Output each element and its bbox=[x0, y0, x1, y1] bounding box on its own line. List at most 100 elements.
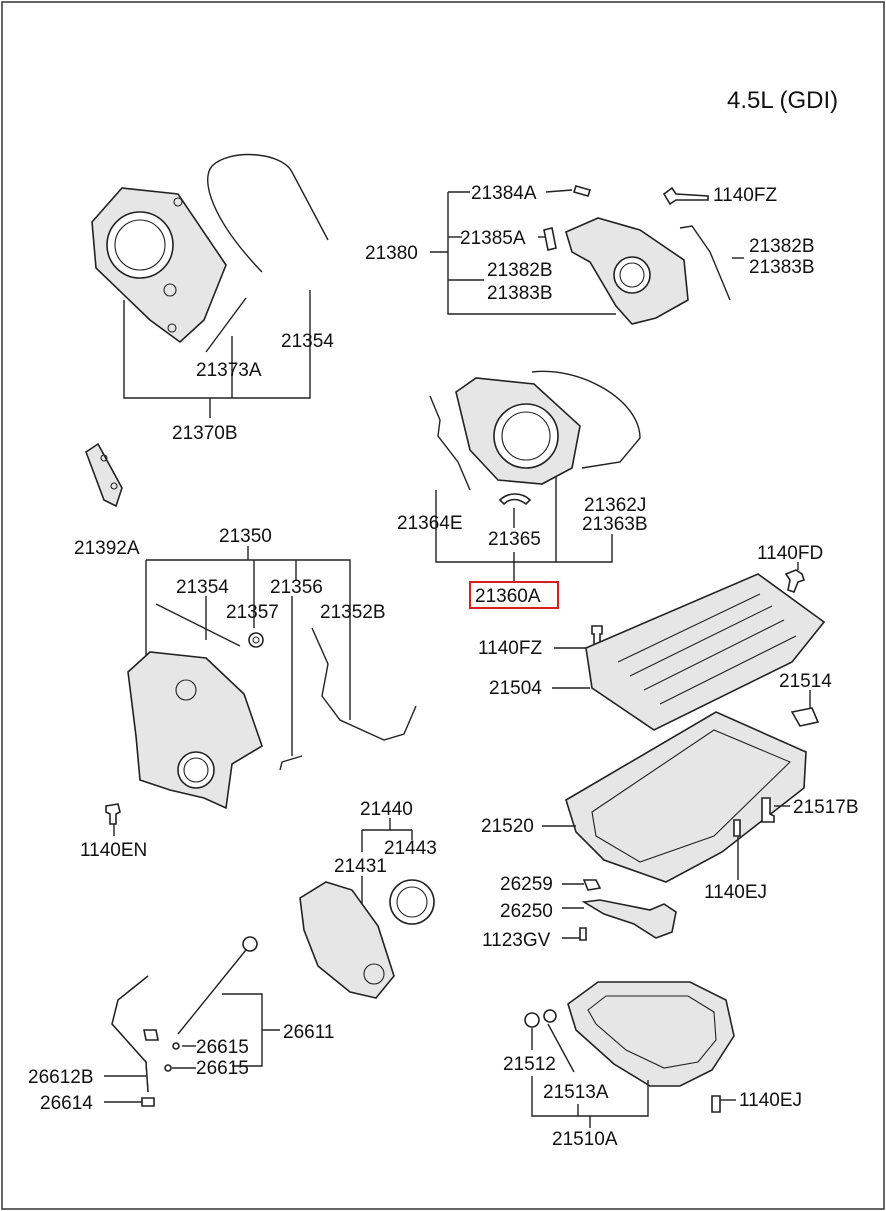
label-21364E[interactable]: 21364E bbox=[397, 513, 463, 534]
label-26612B[interactable]: 26612B bbox=[28, 1067, 94, 1088]
label-21382B-right[interactable]: 21382B bbox=[749, 236, 815, 257]
label-1140EN[interactable]: 1140EN bbox=[80, 840, 147, 861]
oil-strainer-26250[interactable] bbox=[581, 899, 677, 939]
label-26250[interactable]: 26250 bbox=[500, 901, 553, 922]
timing-cover-seal bbox=[613, 256, 651, 294]
washer-21357[interactable] bbox=[248, 632, 264, 648]
bolt-21517B[interactable] bbox=[761, 797, 775, 823]
label-21354-top[interactable]: 21354 bbox=[281, 331, 334, 352]
bolt-1140EN[interactable] bbox=[105, 803, 121, 825]
o-ring-26615-b[interactable] bbox=[164, 1064, 172, 1072]
upper-timing-cover-assembly bbox=[91, 153, 329, 418]
label-21392A[interactable]: 21392A bbox=[74, 538, 140, 559]
lower-timing-cover-21350[interactable] bbox=[127, 651, 263, 810]
rear-cover-21431[interactable] bbox=[299, 881, 395, 999]
oil-pan-21520[interactable] bbox=[565, 711, 807, 883]
label-21352B[interactable]: 21352B bbox=[320, 602, 386, 623]
label-26615-a[interactable]: 26615 bbox=[196, 1037, 249, 1058]
label-21443[interactable]: 21443 bbox=[384, 838, 437, 859]
label-21512[interactable]: 21512 bbox=[503, 1054, 556, 1075]
label-26615-b[interactable]: 26615 bbox=[196, 1058, 249, 1079]
label-1140FZ-mid[interactable]: 1140FZ bbox=[478, 638, 542, 659]
label-26259[interactable]: 26259 bbox=[500, 874, 553, 895]
bracket-21514[interactable] bbox=[790, 707, 820, 727]
lower-cover-seal-inner bbox=[183, 757, 209, 783]
label-21440[interactable]: 21440 bbox=[360, 799, 413, 820]
gasket-21362J[interactable] bbox=[531, 370, 641, 469]
bolt-1140EJ-bot[interactable] bbox=[711, 1095, 721, 1113]
label-21373A[interactable]: 21373A bbox=[196, 360, 262, 381]
bolt-1123GV[interactable] bbox=[579, 927, 587, 941]
pin-21384A[interactable] bbox=[572, 185, 592, 197]
label-1123GV[interactable]: 1123GV bbox=[482, 930, 551, 951]
label-21360A[interactable]: 21360A bbox=[475, 586, 541, 607]
label-26614[interactable]: 26614 bbox=[40, 1093, 93, 1114]
bracket-bolt bbox=[110, 482, 118, 490]
label-1140FD[interactable]: 1140FD bbox=[757, 543, 823, 564]
upper-cover-gasket-21354[interactable] bbox=[207, 153, 329, 273]
label-1140FZ-top[interactable]: 1140FZ bbox=[713, 185, 777, 206]
bolt-1140FZ-top[interactable] bbox=[662, 186, 709, 206]
cover-21360A-seal-inner bbox=[501, 411, 551, 461]
dipstick-handle bbox=[242, 936, 258, 952]
label-21504[interactable]: 21504 bbox=[489, 678, 542, 699]
label-21383B-left[interactable]: 21383B bbox=[487, 283, 553, 304]
label-21385A[interactable]: 21385A bbox=[460, 228, 526, 249]
upper-cover-bolt bbox=[167, 323, 177, 333]
bolt-1140EJ-mid[interactable] bbox=[733, 819, 741, 837]
rear-cover-assembly bbox=[299, 818, 435, 999]
bracket-21385A[interactable] bbox=[543, 227, 557, 251]
engine-label: 4.5L (GDI) bbox=[727, 87, 838, 114]
oil-seal-21443[interactable] bbox=[389, 879, 435, 925]
seal-21352B[interactable] bbox=[311, 627, 417, 741]
label-21357[interactable]: 21357 bbox=[226, 602, 279, 623]
gasket-21513A[interactable] bbox=[543, 1009, 557, 1023]
label-21365[interactable]: 21365 bbox=[488, 529, 541, 550]
upper-cover-bolt bbox=[173, 197, 183, 207]
plug-21356[interactable] bbox=[279, 755, 303, 771]
gasket-21382B-right[interactable] bbox=[679, 225, 731, 301]
upper-cover-hole bbox=[163, 283, 177, 297]
label-26611[interactable]: 26611 bbox=[283, 1022, 334, 1043]
dipstick-tube-inner bbox=[111, 975, 149, 1093]
oil-pan-21510A[interactable] bbox=[567, 981, 735, 1087]
label-21370B[interactable]: 21370B bbox=[172, 423, 238, 444]
lower-timing-cover-assembly bbox=[105, 546, 417, 836]
plate-21504[interactable] bbox=[585, 573, 826, 731]
label-21356[interactable]: 21356 bbox=[270, 577, 323, 598]
gasket-21354-mid[interactable] bbox=[155, 603, 241, 647]
label-21363B-mid[interactable]: 21363B bbox=[582, 514, 648, 535]
label-21383B-right[interactable]: 21383B bbox=[749, 257, 815, 278]
label-21362J[interactable]: 21362J bbox=[584, 495, 646, 516]
sensor-26259[interactable] bbox=[582, 879, 602, 891]
seal-strip-21364E[interactable] bbox=[429, 395, 471, 491]
label-21350[interactable]: 21350 bbox=[219, 526, 272, 547]
dipstick-26611[interactable] bbox=[177, 939, 255, 1035]
o-ring-26615-a[interactable] bbox=[172, 1042, 180, 1050]
bolt-1140FD[interactable] bbox=[784, 569, 806, 593]
dipstick-tube-26612B[interactable] bbox=[111, 975, 149, 1093]
seal-21365[interactable] bbox=[498, 493, 532, 506]
label-21514[interactable]: 21514 bbox=[779, 671, 832, 692]
oil-pan-upper-assembly bbox=[542, 562, 826, 941]
label-21513A[interactable]: 21513A bbox=[543, 1082, 609, 1103]
label-1140EJ-mid[interactable]: 1140EJ bbox=[704, 882, 767, 903]
label-1140EJ-bot[interactable]: 1140EJ bbox=[739, 1090, 802, 1111]
upper-cover-seal-inner bbox=[114, 219, 166, 271]
label-21380[interactable]: 21380 bbox=[365, 243, 418, 264]
drain-plug-21512[interactable] bbox=[524, 1012, 540, 1028]
lower-cover-seal bbox=[177, 751, 215, 789]
label-21382B-left[interactable]: 21382B bbox=[487, 260, 553, 281]
highlight-box-21360A[interactable] bbox=[469, 581, 559, 609]
label-21431[interactable]: 21431 bbox=[334, 856, 387, 877]
ring-26614[interactable] bbox=[141, 1097, 155, 1107]
bracket-21392A[interactable] bbox=[85, 442, 123, 508]
label-21517B[interactable]: 21517B bbox=[793, 797, 859, 818]
label-21354-mid[interactable]: 21354 bbox=[176, 577, 229, 598]
label-21520[interactable]: 21520 bbox=[481, 816, 534, 837]
label-21510A[interactable]: 21510A bbox=[552, 1129, 618, 1150]
cover-21360A-seal bbox=[493, 403, 559, 469]
label-21384A[interactable]: 21384A bbox=[471, 183, 537, 204]
rubber-strip-21373A[interactable] bbox=[205, 297, 247, 353]
